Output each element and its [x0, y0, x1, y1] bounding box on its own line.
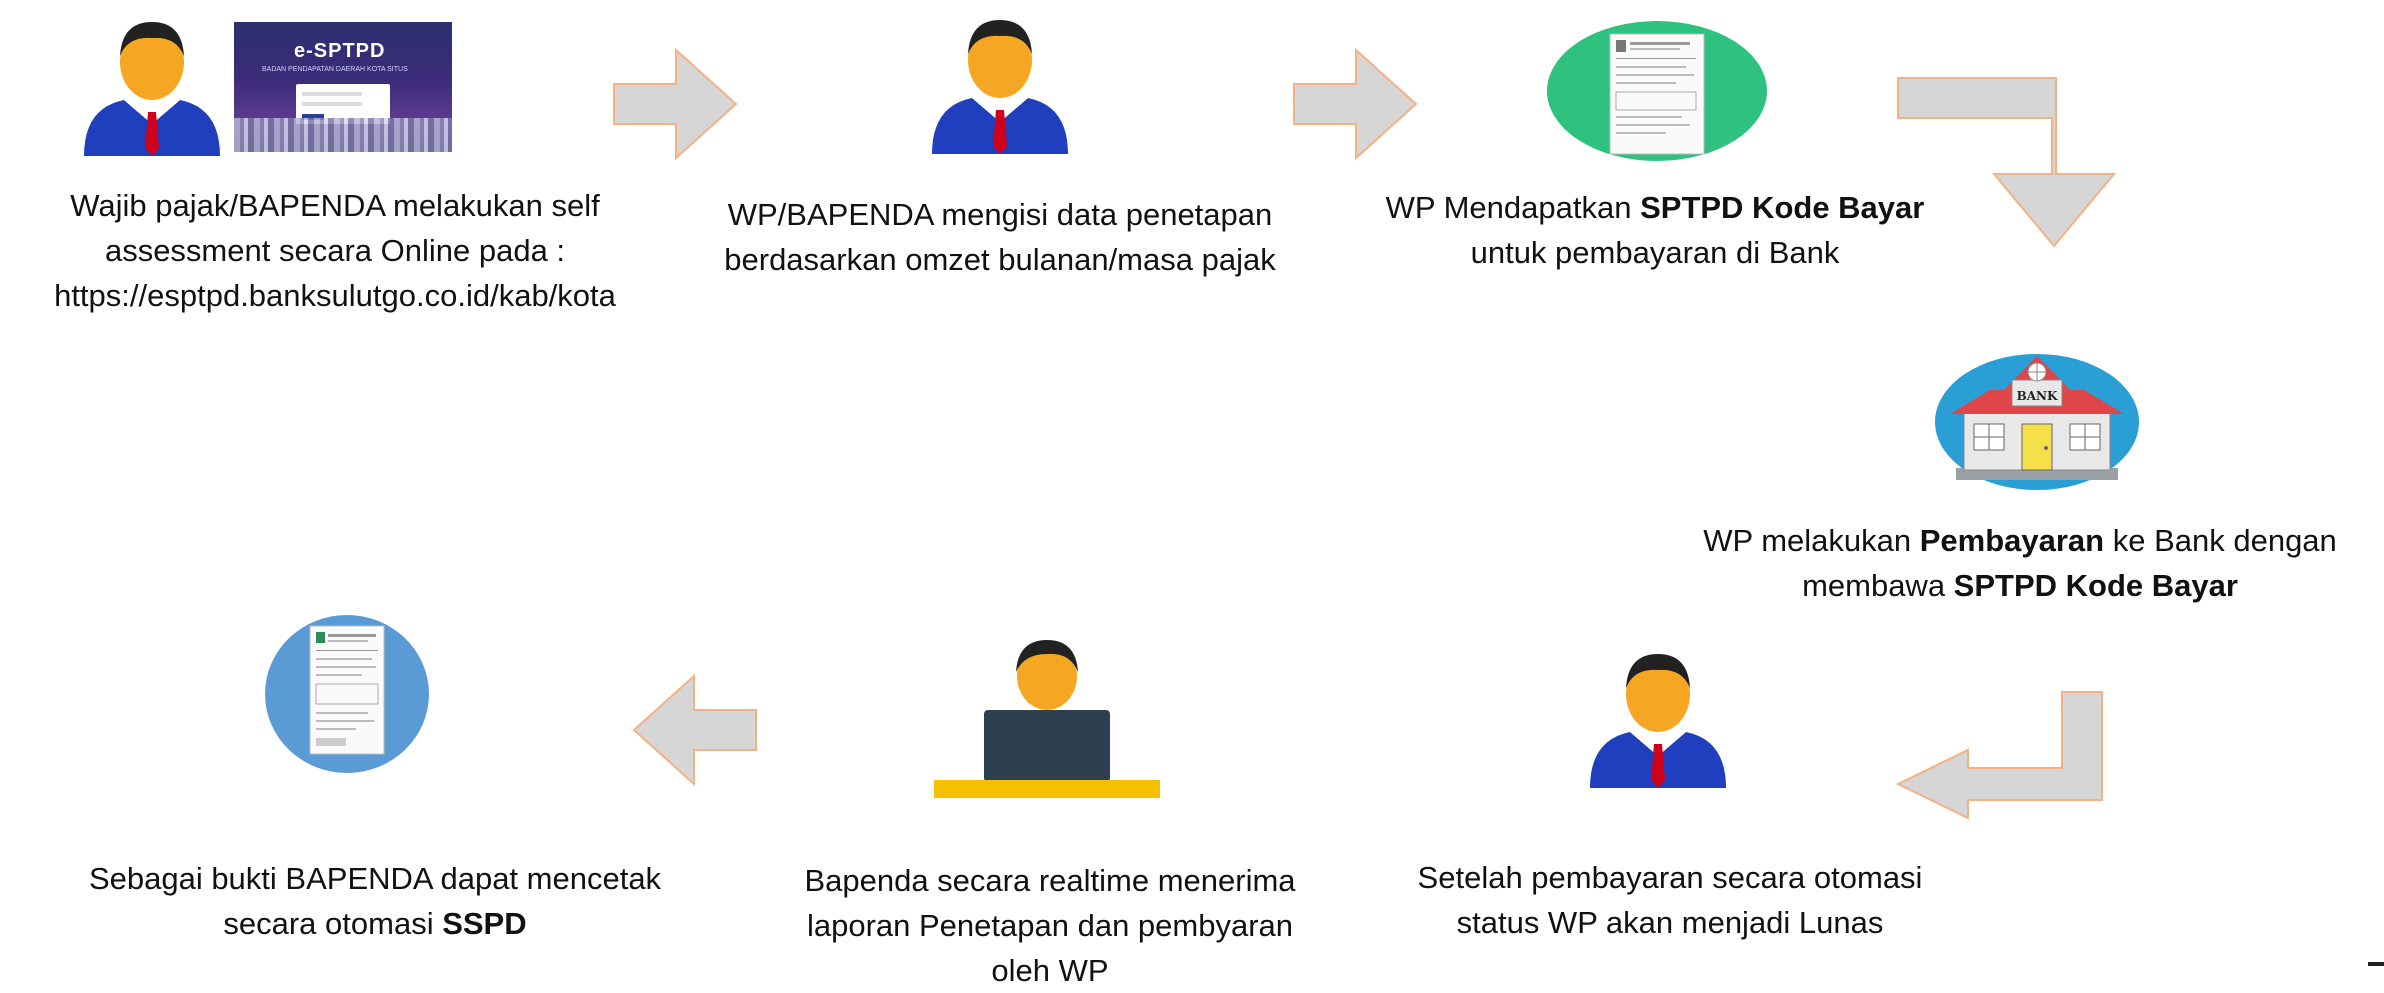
corner-mark: [2368, 962, 2384, 966]
bank-sign: BANK: [2017, 389, 2058, 403]
step7-caption: Sebagai bukti BAPENDA dapat mencetak sec…: [88, 861, 662, 941]
document-blue-icon: [264, 614, 430, 774]
city-skyline: [234, 118, 452, 152]
esptpd-subtitle: BADAN PENDAPATAN DAERAH KOTA SITUS: [262, 66, 408, 73]
step3-caption: WP Mendapatkan SPTPD Kode Bayar untuk pe…: [1385, 190, 1925, 270]
step6-caption: Bapenda secara realtime menerima laporan…: [804, 863, 1296, 988]
person-icon-step5: [1584, 648, 1732, 788]
person-icon-step1: [78, 16, 226, 156]
login-card: [296, 84, 390, 124]
esptpd-screenshot: e-SPTPD BADAN PENDAPATAN DAERAH KOTA SIT…: [234, 22, 452, 152]
document-green-icon: [1546, 20, 1768, 162]
step1-caption: Wajib pajak/BAPENDA melakukan self asses…: [54, 188, 616, 313]
step4-caption: WP melakukan Pembayaran ke Bank dengan m…: [1703, 523, 2337, 603]
arrow-bend-down-icon: [1896, 76, 2117, 248]
step2-caption: WP/BAPENDA mengisi data penetapan berdas…: [724, 197, 1276, 277]
person-icon-step2: [926, 14, 1074, 154]
arrow-left-icon: [632, 673, 758, 787]
arrow-right-icon: [1292, 47, 1418, 161]
person-laptop-icon: [934, 632, 1160, 800]
esptpd-logo: e-SPTPD: [294, 40, 386, 62]
bank-icon: BANK: [1934, 350, 2140, 492]
step5-caption: Setelah pembayaran secara otomasi status…: [1417, 860, 1923, 940]
arrow-bend-left-icon: [1895, 690, 2104, 820]
arrow-right-icon: [612, 47, 738, 161]
